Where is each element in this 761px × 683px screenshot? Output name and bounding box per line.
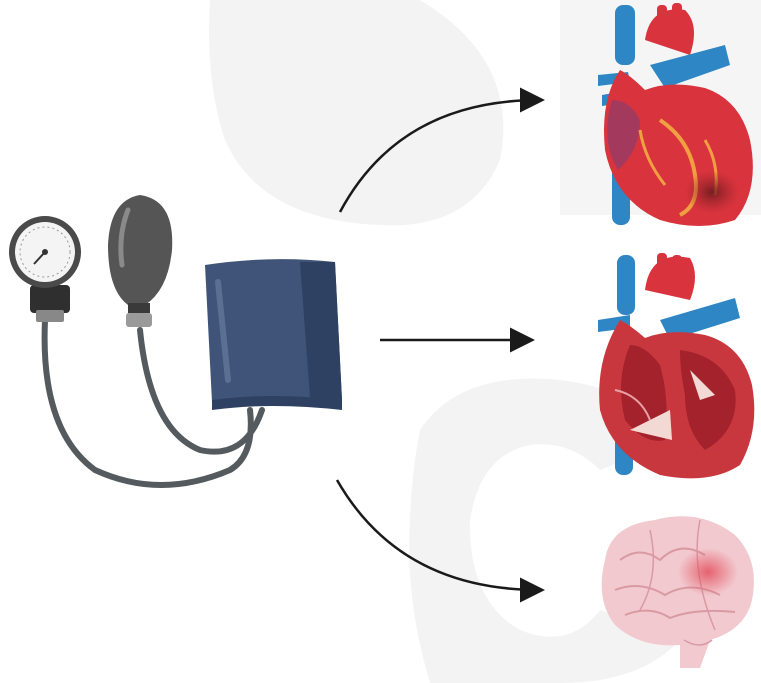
bulb-icon	[108, 195, 172, 327]
heart-section-icon	[598, 253, 754, 478]
cuff-icon	[205, 259, 342, 410]
gauge-icon	[9, 216, 81, 322]
sphygmomanometer-icon	[9, 195, 342, 485]
